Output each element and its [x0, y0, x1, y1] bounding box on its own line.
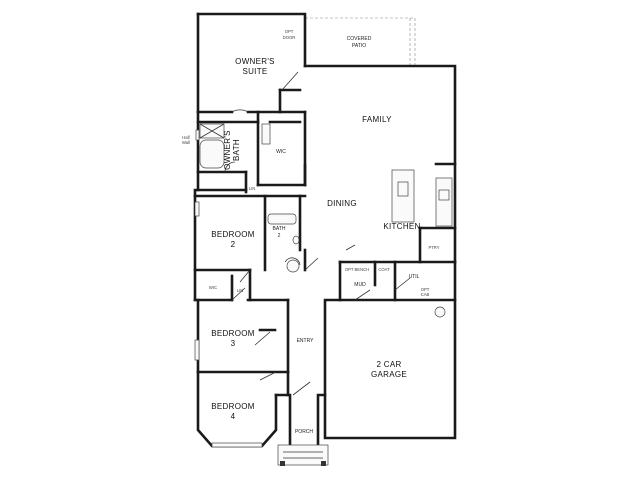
interior-walls: [193, 88, 457, 397]
garage-label-2: GARAGE: [371, 370, 407, 379]
bedroom3-label-2: 3: [231, 339, 236, 348]
sink-icon: [397, 181, 409, 197]
dining-label: DINING: [327, 199, 357, 208]
covered-patio-label-1: COVERED: [347, 36, 372, 42]
toilet-icon: [292, 235, 300, 245]
covered-patio-label-2: PATIO: [352, 43, 366, 49]
bath2-tub-icon: [267, 213, 297, 225]
vanity-icon: [261, 123, 271, 145]
owners-bath-label-2: BATH: [232, 139, 241, 161]
opt-bench-label: OPT BENCH: [345, 267, 369, 272]
util-label: UTIL: [409, 274, 420, 280]
entry-label: ENTRY: [297, 338, 315, 344]
bedroom2-label-1: BEDROOM: [211, 230, 254, 239]
fixtures: [199, 123, 453, 318]
family-label: FAMILY: [362, 115, 392, 124]
pantry-label: PTRY: [428, 245, 439, 250]
bedroom4-label-2: 4: [231, 412, 236, 421]
kitchen-label: KITCHEN: [383, 222, 420, 231]
half-wall-label-1: Half: [182, 135, 190, 140]
opt-door-label-2: DOOR: [283, 35, 296, 40]
washer-icon: [434, 306, 446, 318]
bedroom2-label-2: 2: [231, 240, 236, 249]
owners-suite-label-1: OWNER'S: [235, 57, 275, 66]
owner-lin-label: LIN: [249, 186, 256, 191]
porch-label: PORCH: [295, 429, 313, 435]
bath2-label-1: BATH: [273, 226, 286, 232]
porch-steps: [277, 444, 329, 466]
bed2-wic-label: WIC: [209, 285, 217, 290]
water-heater-icon: [286, 259, 300, 273]
half-wall-label-2: Wall: [182, 140, 190, 145]
door-swings: [224, 71, 411, 396]
bedroom4-label-1: BEDROOM: [211, 402, 254, 411]
owner-wic-label: WIC: [276, 149, 286, 155]
garage-label-1: 2 CAR: [376, 360, 401, 369]
coat-label: COAT: [378, 267, 390, 272]
kitchen-counter-icon: [435, 177, 453, 227]
range-icon: [438, 189, 450, 201]
bath2-label-2: 2: [278, 233, 281, 239]
hall-lin-label: LIN: [237, 288, 244, 293]
room-labels: OWNER'S SUITE OPT DOOR COVERED PATIO FAM…: [182, 29, 440, 435]
opt-door-label-1: OPT: [285, 29, 294, 34]
mud-label: MUD: [354, 282, 366, 288]
opt-cab-label-2: CAB: [421, 292, 430, 297]
opt-cab-label-1: OPT: [421, 287, 430, 292]
owners-suite-label-2: SUITE: [242, 67, 267, 76]
windows: [194, 129, 263, 448]
exterior-walls: [193, 12, 457, 448]
tub-icon: [199, 139, 225, 169]
owners-bath-label-1: OWNER'S: [223, 130, 232, 170]
bedroom3-label-1: BEDROOM: [211, 329, 254, 338]
covered-patio-outline: [304, 17, 416, 67]
